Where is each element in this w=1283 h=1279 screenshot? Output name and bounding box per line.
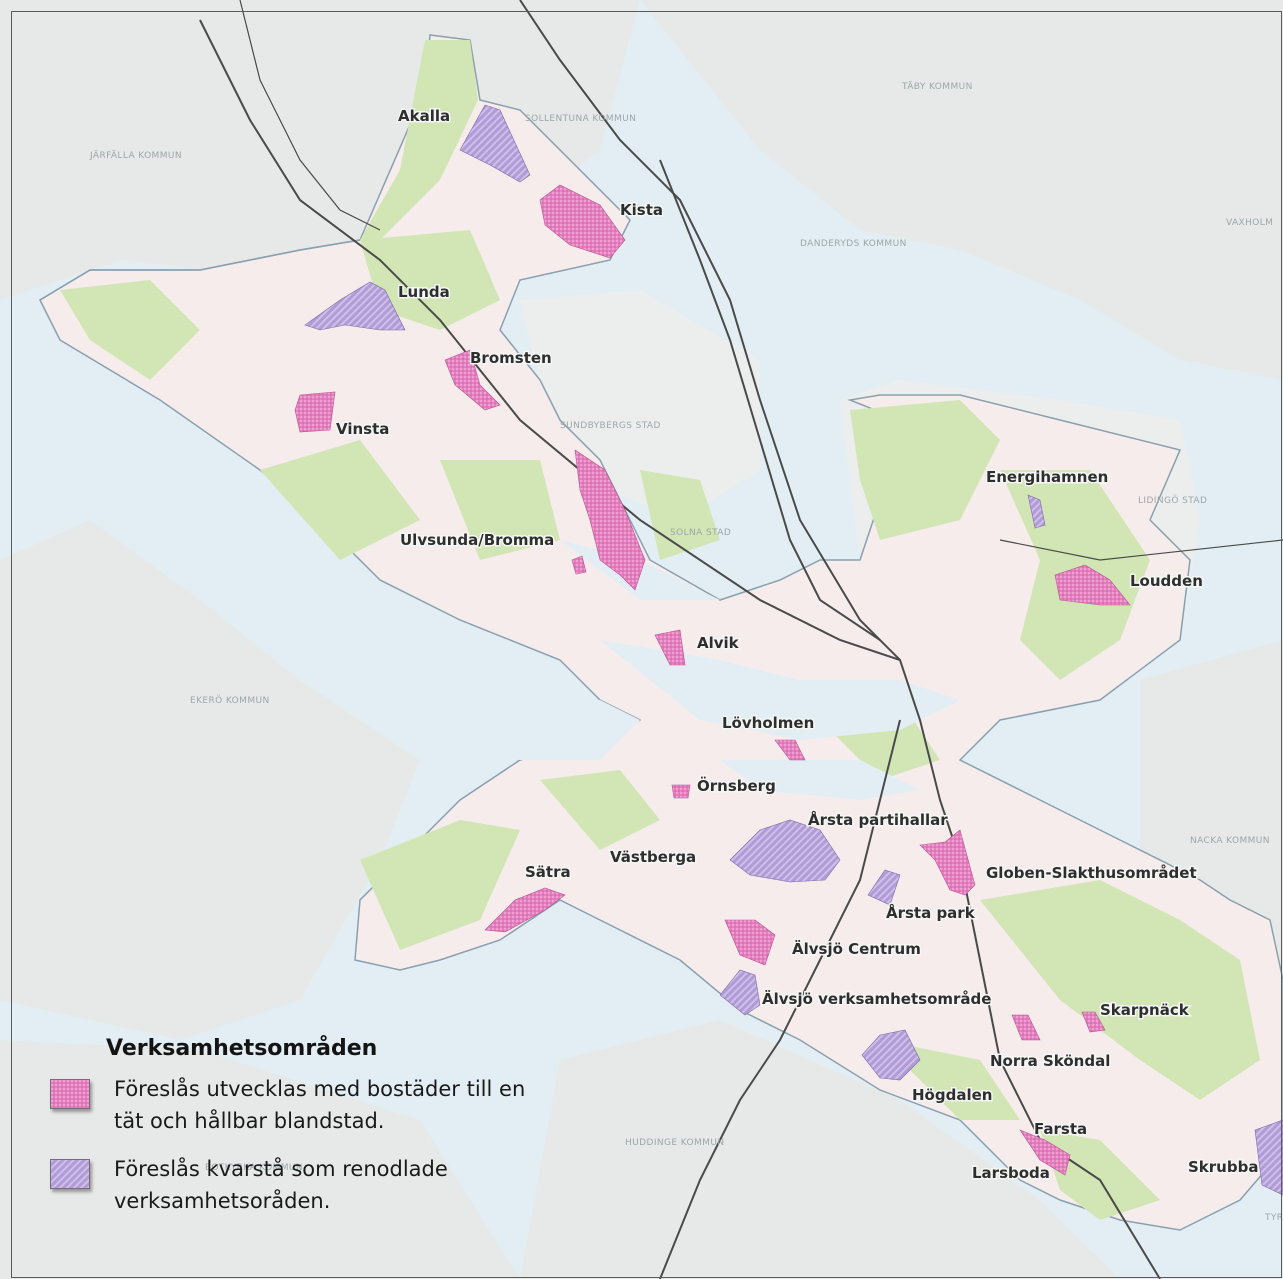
housing-area-ulvsunda: [574, 449, 646, 591]
municipality-label-taby: TÄBY KOMMUN: [901, 81, 973, 92]
legend-text-housing: Föreslås utvecklas med bostäder till en …: [114, 1077, 526, 1133]
housing-area-vinsta: [294, 391, 336, 433]
housing-area-farsta: [1019, 1129, 1071, 1176]
housing-area-globen: [919, 829, 976, 896]
business-area-hogdalen: [861, 1029, 921, 1081]
municipality-label-danderyd: DANDERYDS KOMMUN: [800, 239, 907, 249]
business-area-energihamnen: [1027, 494, 1046, 529]
municipal-boundary: [39, 239, 361, 301]
place-label-ornsberg: Örnsberg: [697, 776, 776, 795]
place-label-skrubba: Skrubba: [1188, 1158, 1258, 1176]
place-label-farsta: Farsta: [1034, 1120, 1087, 1138]
place-label-skarpnack: Skarpnäck: [1100, 1001, 1190, 1019]
place-label-alvsjo-verksamhet: Älvsjö verksamhetsområde: [762, 989, 991, 1008]
place-label-kista: Kista: [620, 201, 663, 219]
municipality-label-solna: SOLNA STAD: [670, 528, 731, 538]
housing-area-satra: [484, 887, 566, 933]
municipality-label-huddinge: HUDDINGE KOMMUN: [625, 1138, 724, 1148]
municipality-label-tyreso: TYR: [1264, 1213, 1283, 1223]
business-area-akalla: [459, 104, 531, 183]
place-label-satra: Sätra: [525, 863, 571, 881]
housing-area-kista: [539, 184, 626, 259]
place-label-loudden: Loudden: [1130, 572, 1203, 590]
place-label-lovholmen: Lövholmen: [722, 714, 814, 732]
municipality-label-sundbyberg: SUNDBYBERGS STAD: [560, 421, 661, 431]
municipality-label-jarfalla: JÄRFÄLLA KOMMUN: [89, 150, 182, 161]
housing-swatch-icon: [50, 1079, 90, 1109]
place-labels: Akalla Kista Lunda Bromsten Vinsta Ulvsu…: [335, 106, 1260, 1184]
housing-area-alvsjo-centrum: [724, 919, 776, 966]
business-areas: [304, 104, 1283, 1196]
business-area-arsta-partihallar: [729, 819, 841, 883]
legend-item-housing: Föreslås utvecklas med bostäder till en …: [46, 1073, 526, 1137]
place-label-norra-skondal: Norra Sköndal: [990, 1052, 1110, 1070]
place-label-arsta-park: Årsta park: [886, 903, 976, 922]
place-label-bromsten: Bromsten: [470, 349, 552, 367]
municipality-label-vaxholm: VAXHOLM: [1226, 218, 1273, 228]
housing-area-bromsten: [444, 349, 501, 411]
railways: [199, 0, 1283, 1279]
housing-area-skarpnack: [1081, 1011, 1106, 1033]
housing-area-ulvsunda-small: [571, 555, 587, 575]
legend-title: Verksamhetsområden: [106, 1036, 378, 1061]
map-legend: Verksamhetsområden Föreslås utvecklas me…: [46, 1036, 526, 1233]
municipality-labels: SOLLENTUNA KOMMUN TÄBY KOMMUN JÄRFÄLLA K…: [89, 81, 1283, 1223]
place-label-alvik: Alvik: [697, 634, 740, 652]
place-label-lunda: Lunda: [398, 283, 450, 301]
place-label-larsboda: Larsboda: [972, 1164, 1050, 1182]
municipality-label-sollentuna: SOLLENTUNA KOMMUN: [525, 114, 636, 124]
place-label-vinsta: Vinsta: [336, 420, 389, 438]
municipality-label-lidingo: LIDINGÖ STAD: [1138, 495, 1207, 506]
municipality-label-nacka: NACKA KOMMUN: [1190, 836, 1270, 846]
place-label-energihamnen: Energihamnen: [986, 468, 1108, 486]
business-area-arsta-park: [867, 869, 901, 906]
place-label-vastberga: Västberga: [610, 848, 696, 866]
municipality-label-botkyrka: BOTKYRKA KOMMUN: [205, 1163, 303, 1173]
place-label-akalla: Akalla: [398, 107, 450, 125]
housing-area-loudden: [1054, 564, 1131, 606]
business-area-skrubba: [1254, 1119, 1283, 1196]
map-frame: [11, 11, 1282, 1278]
business-area-alvsjo-verksamhet: [719, 969, 761, 1016]
legend-item-business: Föreslås kvarstå som renodlade verksamhe…: [46, 1153, 526, 1217]
legend-text-business: Föreslås kvarstå som renodlade verksamhe…: [114, 1157, 448, 1213]
place-label-alvsjo-centrum: Älvsjö Centrum: [792, 939, 921, 958]
housing-area-lovholmen: [774, 739, 806, 761]
place-label-ulvsunda: Ulvsunda/Bromma: [400, 531, 554, 549]
housing-area-alvik: [654, 629, 686, 666]
business-area-lunda: [304, 281, 406, 331]
place-label-arsta-partihallar: Årsta partihallar: [808, 810, 948, 829]
place-label-globen: Globen-Slakthusområdet: [986, 864, 1197, 882]
city-territory: [39, 34, 1283, 1231]
business-swatch-icon: [50, 1159, 90, 1189]
housing-area-ornsberg: [671, 784, 691, 799]
housing-area-norra-skondal: [1011, 1014, 1041, 1041]
housing-areas: [294, 184, 1131, 1176]
place-label-hogdalen: Högdalen: [912, 1086, 992, 1104]
municipality-label-ekero: EKERÖ KOMMUN: [190, 695, 270, 706]
